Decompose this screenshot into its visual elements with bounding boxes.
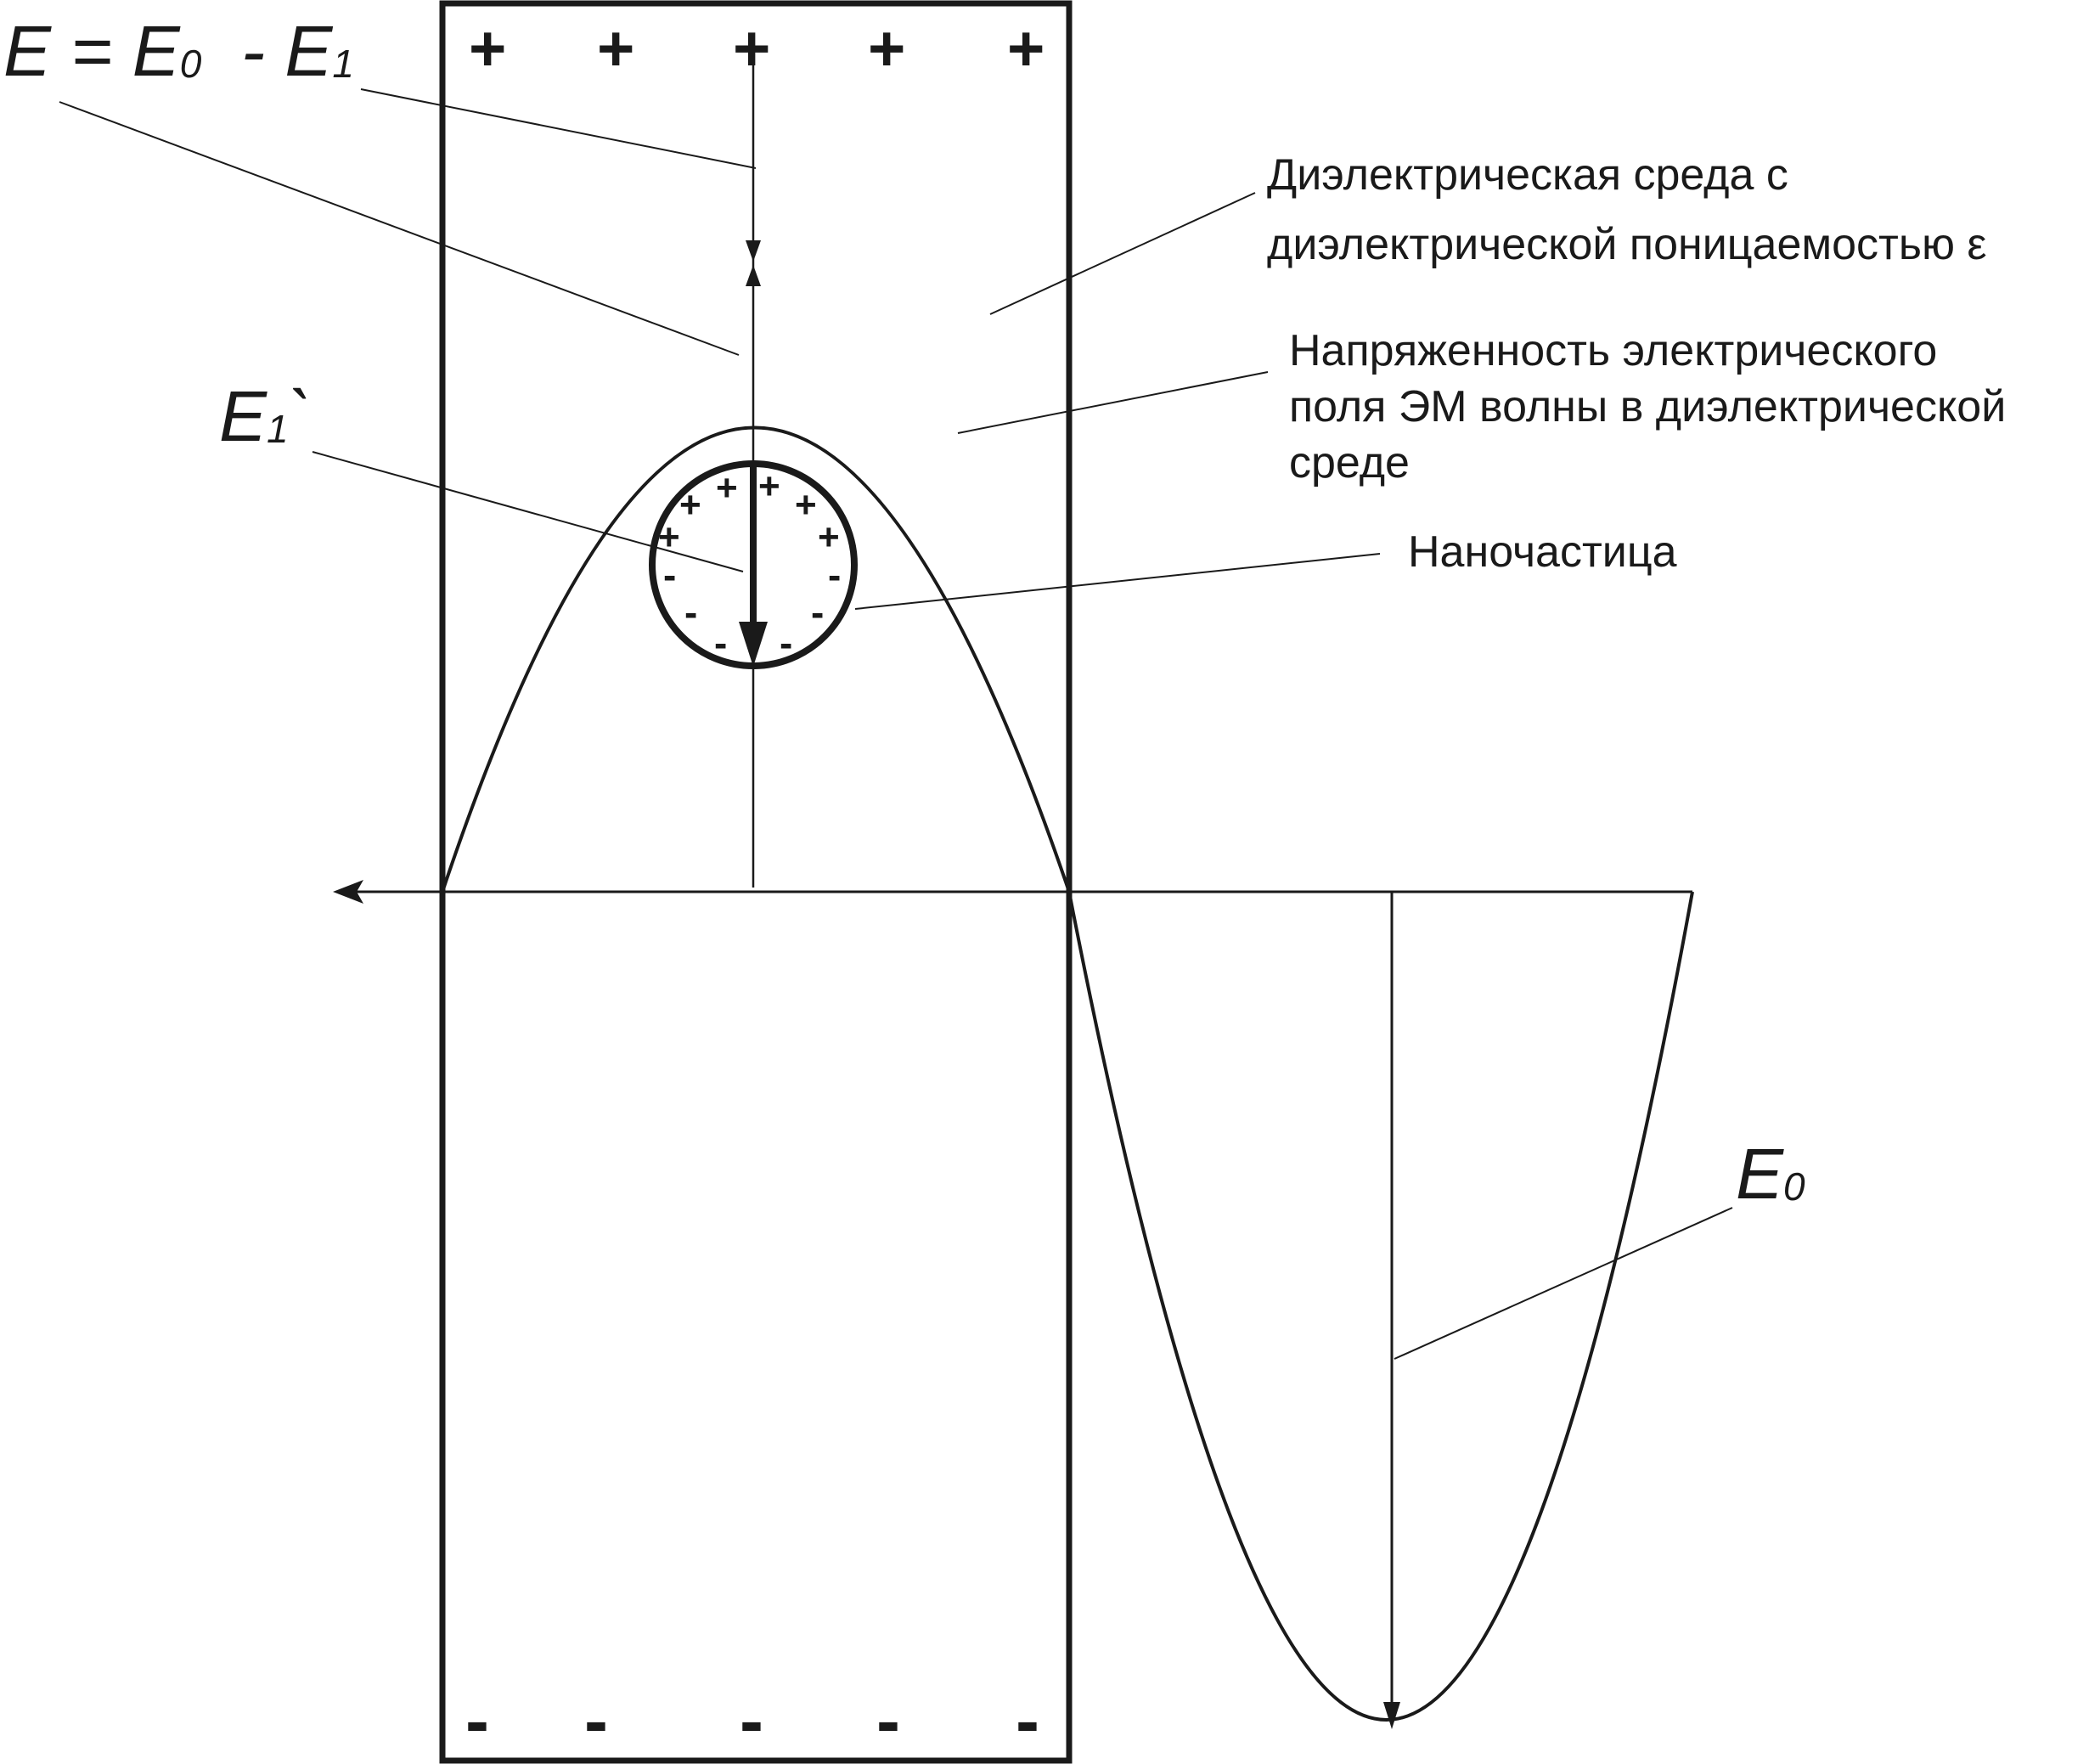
desc-field: Напряженность электрического поля ЭМ вол… <box>1289 323 2006 491</box>
wave-negative-lobe <box>1067 891 1694 1722</box>
leader-nanoparticle <box>854 553 1381 610</box>
plate-minus-1: - <box>465 1681 489 1761</box>
e1prime-tick: ` <box>288 376 313 456</box>
plate-plus-3: + <box>733 13 771 85</box>
leader-formula-top <box>360 88 757 169</box>
formula-part-minus: - E <box>201 11 333 91</box>
label-e0: E0 <box>1736 1138 1805 1222</box>
particle-plus-4: + <box>758 465 780 507</box>
plate-plus-2: + <box>597 13 635 85</box>
particle-minus-5: - <box>811 590 825 634</box>
desc-nanoparticle: Наночастица <box>1408 527 1677 577</box>
wave-positive-lobe <box>441 426 1071 893</box>
label-e1prime: E1` <box>219 380 313 465</box>
particle-minus-6: - <box>828 553 842 597</box>
plate-minus-3: - <box>740 1681 763 1761</box>
particle-plus-6: + <box>818 516 840 558</box>
particle-plus-3: + <box>716 467 738 509</box>
particle-plus-2: + <box>679 484 701 526</box>
desc-medium-line1: Диэлектрическая среда с <box>1267 150 1788 200</box>
desc-medium: Диэлектрическая среда с диэлектрической … <box>1267 143 1987 277</box>
desc-field-line2: поля ЭМ волны в диэлектрической <box>1289 382 2007 431</box>
leader-e1prime <box>312 451 744 572</box>
plate-minus-5: - <box>1016 1681 1039 1761</box>
leader-e0 <box>1394 1207 1733 1360</box>
formula-top: E = E0 - E1 <box>3 15 354 99</box>
e0-main: E <box>1736 1134 1784 1214</box>
plate-plus-5: + <box>1007 13 1045 85</box>
propagation-axis-arrow <box>333 880 363 904</box>
formula-part-main: E = E <box>3 11 180 91</box>
e1prime-arrowhead <box>739 622 768 667</box>
plate-plus-4: + <box>868 13 906 85</box>
desc-field-line3: среде <box>1289 438 1410 487</box>
particle-plus-1: + <box>658 516 680 558</box>
plate-minus-2: - <box>584 1681 608 1761</box>
formula-sub-0: 0 <box>179 42 202 86</box>
particle-minus-4: - <box>780 621 793 665</box>
arrowhead-up-peak <box>746 265 761 286</box>
desc-medium-line2: диэлектрической поницаемостью ε <box>1267 220 1987 269</box>
particle-minus-3: - <box>714 621 728 665</box>
e0-arrowhead <box>1383 1702 1400 1729</box>
leader-medium <box>989 192 1256 315</box>
arrowhead-down-peak <box>746 240 761 262</box>
particle-plus-5: + <box>795 484 817 526</box>
particle-minus-2: - <box>684 590 698 634</box>
plate-minus-4: - <box>876 1681 900 1761</box>
e0-sub: 0 <box>1783 1164 1805 1209</box>
leader-field-e <box>59 101 740 356</box>
desc-field-line1: Напряженность электрического <box>1289 326 1938 375</box>
formula-sub-1: 1 <box>332 42 354 86</box>
e1prime-sub: 1 <box>267 407 289 451</box>
dielectric-slab <box>439 0 1073 1764</box>
e1prime-main: E <box>219 376 267 456</box>
leader-field-curve <box>957 371 1269 434</box>
plate-plus-1: + <box>469 13 507 85</box>
particle-minus-1: - <box>663 553 677 597</box>
